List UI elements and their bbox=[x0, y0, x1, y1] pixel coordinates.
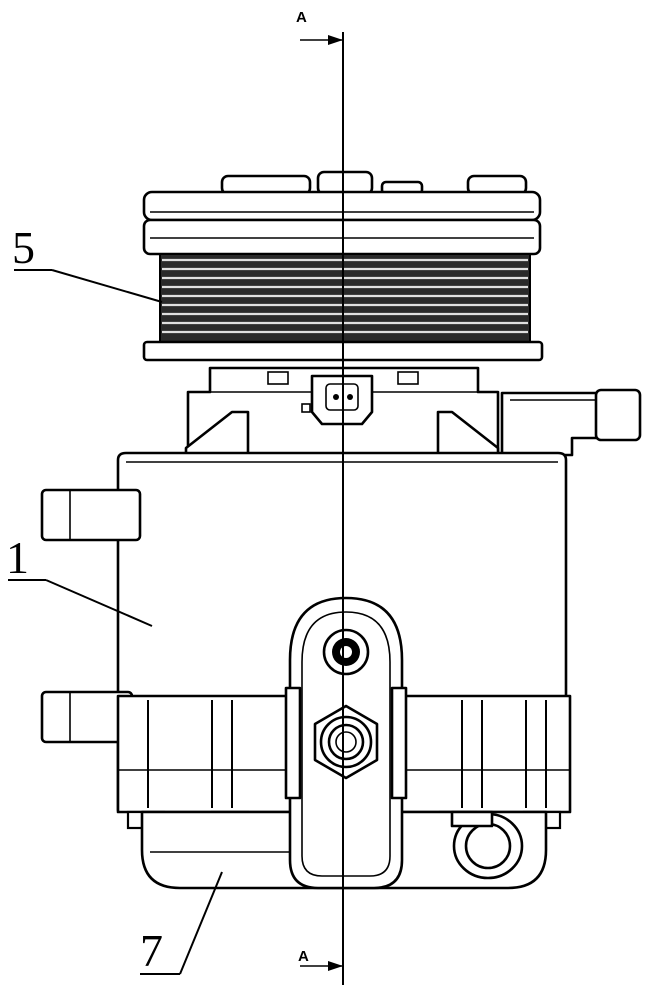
callout-pulley: 5 bbox=[12, 222, 163, 303]
callout-cover: 7 bbox=[140, 871, 223, 976]
small-port-fitting bbox=[322, 628, 370, 676]
callout-label-7: 7 bbox=[140, 925, 163, 976]
section-mark-bottom: A bbox=[298, 948, 309, 965]
center-port-plate bbox=[284, 596, 408, 890]
clutch-pulley-assembly bbox=[142, 170, 544, 362]
callout-housing: 1 bbox=[6, 532, 153, 627]
mounting-neck bbox=[184, 366, 642, 457]
callout-label-1: 1 bbox=[6, 532, 29, 583]
section-mark-top: A bbox=[296, 9, 307, 26]
pulley-grooves bbox=[162, 258, 528, 334]
hex-nut-port-fitting bbox=[313, 704, 379, 780]
callout-label-5: 5 bbox=[12, 222, 35, 273]
section-line-a-a: A A bbox=[296, 9, 344, 985]
upper-right-pipe-fitting bbox=[500, 388, 642, 457]
